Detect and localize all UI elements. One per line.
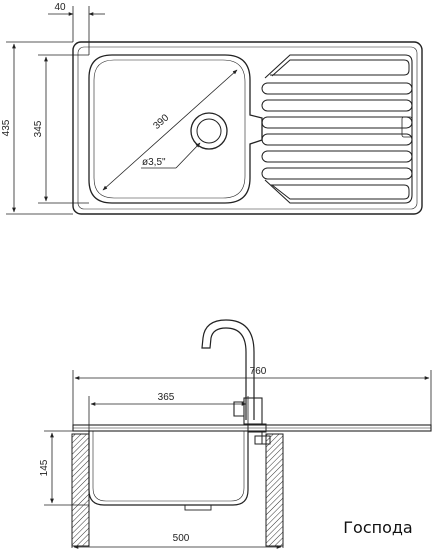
- faucet-nut: [254, 435, 271, 445]
- faucet-lever: [233, 401, 244, 417]
- dim-depth-lines: [44, 430, 89, 506]
- drainboard-outline: [264, 54, 413, 204]
- dim-total-length-lines: [72, 370, 432, 425]
- dim-bowl-diagonal-line: [102, 69, 238, 191]
- dim-flange-lines: [48, 6, 105, 55]
- dim-cabinet-lines: [71, 545, 284, 549]
- faucet-body: [243, 397, 263, 425]
- dim-bowl-diagonal-label: 390: [151, 112, 171, 132]
- dim-bowl-height-label: 345: [33, 120, 44, 137]
- bowl-profile: [88, 431, 249, 506]
- bowl-profile-inner: [92, 431, 245, 502]
- bowl-outline: [88, 54, 263, 204]
- dim-bowl-width-label: 365: [158, 392, 175, 403]
- dim-depth-label: 145: [39, 459, 50, 476]
- dim-total-height-lines: [6, 41, 73, 215]
- dim-total-length-label: 760: [250, 366, 267, 377]
- side-view: [44, 319, 432, 549]
- drainboard-ribs: [261, 59, 413, 200]
- faucet-spout: [201, 319, 255, 420]
- bowl-inner-outline: [93, 59, 246, 199]
- dim-cabinet-label: 500: [173, 533, 190, 544]
- dim-bowl-height-lines: [38, 54, 89, 204]
- overflow-slot: [401, 116, 413, 138]
- dim-total-height-label: 435: [1, 119, 12, 136]
- top-view: [6, 6, 423, 215]
- dim-bowl-width-lines: [88, 396, 249, 431]
- sink-outline: [72, 41, 423, 215]
- brand-logo: Господа: [343, 518, 412, 537]
- drain-bottom: [184, 504, 212, 511]
- drain-inner: [196, 118, 222, 144]
- dim-drain-label: ø3,5": [142, 157, 166, 168]
- dim-flange-label: 40: [54, 2, 66, 13]
- dim-drain-leader: [141, 142, 201, 169]
- sink-inner-edge: [77, 46, 418, 210]
- cabinet-wall-right: [265, 433, 284, 547]
- drain-outer: [190, 112, 228, 150]
- cabinet-wall-left: [71, 433, 90, 547]
